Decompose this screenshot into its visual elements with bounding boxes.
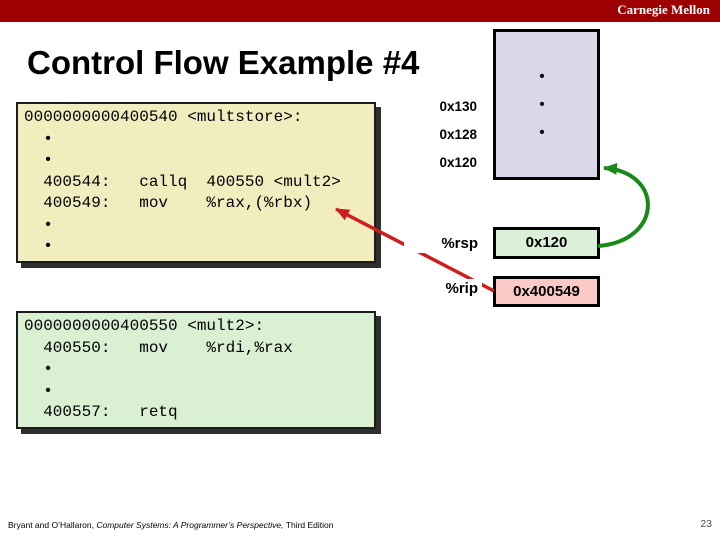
code-line: •: [24, 151, 53, 169]
stack-dot: •: [539, 68, 545, 85]
footer-citation: Bryant and O’Hallaron, Computer Systems:…: [8, 520, 334, 530]
footer-authors: Bryant and O’Hallaron,: [8, 520, 97, 530]
code-line: •: [24, 129, 53, 148]
code-line: 0000000000400550 <mult2>:: [24, 317, 265, 335]
stack-dot: •: [539, 96, 545, 113]
footer-book-title: Computer Systems: A Programmer’s Perspec…: [96, 520, 286, 530]
multstore-disassembly-block: 0000000000400540 <multstore>: • • 400544…: [16, 102, 376, 263]
slide-title: Control Flow Example #4: [27, 44, 420, 81]
rip-value-box: 0x400549: [493, 276, 600, 307]
header-bar: Carnegie Mellon: [0, 0, 720, 22]
rsp-to-stack-arrow: [597, 162, 650, 248]
stack-dot: •: [539, 124, 545, 141]
footer-edition: Third Edition: [285, 520, 334, 530]
stack-address-label-0x120: 0x120: [439, 155, 477, 170]
stack-address-label-0x128: 0x128: [439, 127, 477, 142]
stack-address-label-0x130: 0x130: [439, 99, 477, 114]
rip-register-label: %rip: [404, 279, 482, 298]
code-line: 400557: retq: [24, 403, 178, 421]
rsp-register-label: %rsp: [404, 234, 482, 253]
rsp-value-box: 0x120: [493, 227, 600, 259]
code-line: 400544: callq 400550 <mult2>: [24, 172, 341, 191]
brand-text: Carnegie Mellon: [617, 2, 710, 17]
code-line: 400549: mov %rax,(%rbx): [24, 194, 313, 212]
mult2-disassembly-block: 0000000000400550 <mult2>: 400550: mov %r…: [16, 311, 376, 429]
code-line: 0000000000400540 <multstore>:: [24, 108, 303, 126]
code-line: •: [24, 381, 53, 400]
stack-box: [493, 29, 600, 180]
code-line: •: [24, 360, 53, 378]
page-number: 23: [700, 518, 712, 530]
code-line: •: [24, 215, 53, 234]
code-line: •: [24, 237, 53, 255]
code-line: 400550: mov %rdi,%rax: [24, 338, 293, 357]
